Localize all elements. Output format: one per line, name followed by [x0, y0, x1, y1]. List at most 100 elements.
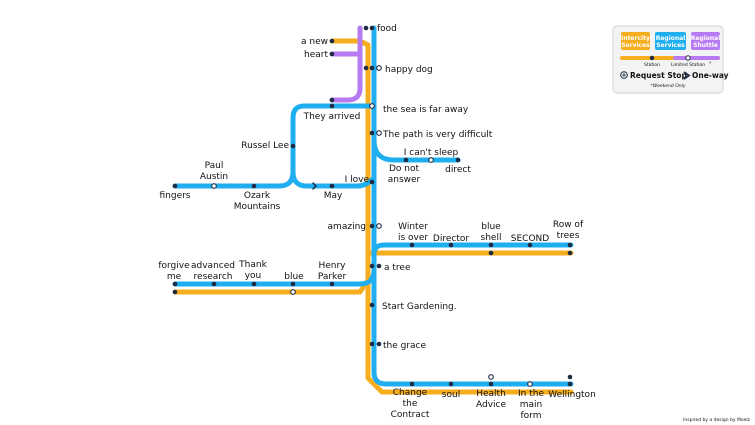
limited-station-marker[interactable] — [290, 289, 296, 295]
station-label: a tree — [384, 263, 411, 273]
station-label-line: advanced — [191, 261, 235, 271]
legend-station-dot — [649, 55, 655, 61]
station-label-line: the — [403, 399, 418, 409]
station-marker[interactable] — [409, 381, 415, 387]
station-label-line: answer — [388, 175, 421, 185]
station-label-line: amazing — [328, 222, 366, 232]
station-marker[interactable] — [488, 242, 494, 248]
station-marker[interactable] — [172, 183, 178, 189]
station-marker[interactable] — [409, 242, 415, 248]
station-marker[interactable] — [329, 183, 335, 189]
station-markers — [172, 25, 573, 387]
station-marker[interactable] — [369, 65, 375, 71]
station-marker[interactable] — [448, 381, 454, 387]
station-label: Wellington — [548, 390, 596, 400]
hand-icon — [620, 71, 628, 79]
station-label-line: trees — [557, 231, 580, 241]
legend-limited-label: Limited Station — [671, 62, 705, 68]
legend-request-stop-label: Request Stop — [630, 71, 687, 80]
station-label-line: SECOND — [511, 234, 550, 244]
station-marker[interactable] — [369, 223, 375, 229]
legend-regional-label-2: Services — [656, 42, 685, 49]
station-marker[interactable] — [567, 381, 573, 387]
station-marker[interactable] — [329, 51, 335, 57]
regional-trunk — [371, 25, 574, 387]
limited-station-marker[interactable] — [369, 103, 375, 109]
station-marker[interactable] — [488, 381, 494, 387]
station-marker[interactable] — [455, 157, 461, 163]
chevron-right-icon — [683, 71, 691, 80]
station-marker[interactable] — [376, 341, 382, 347]
station-label-line: The path is very difficult — [382, 130, 493, 140]
station-label: Russel Lee — [241, 141, 289, 151]
station-label-line: forgive — [158, 261, 190, 271]
station-label: SECOND — [511, 234, 550, 244]
station-marker[interactable] — [567, 374, 573, 380]
station-marker[interactable] — [363, 25, 369, 31]
station-marker[interactable] — [369, 179, 375, 185]
legend-regional-label-1: Regional — [656, 35, 686, 42]
station-label-line: is over — [398, 233, 428, 243]
station-label: I love — [345, 175, 370, 185]
station-marker[interactable] — [290, 143, 296, 149]
station-label-line: Director — [433, 234, 469, 244]
station-marker[interactable] — [251, 183, 257, 189]
station-label-line: I can't sleep — [404, 148, 459, 158]
station-marker[interactable] — [251, 281, 257, 287]
station-marker[interactable] — [567, 242, 573, 248]
station-marker[interactable] — [172, 289, 178, 295]
legend-intercity-label-2: Services — [621, 42, 650, 49]
limited-station-marker[interactable] — [376, 130, 382, 136]
limited-station-marker[interactable] — [527, 381, 533, 387]
station-marker[interactable] — [211, 281, 217, 287]
limited-station-marker[interactable] — [376, 65, 382, 71]
station-label-line: the grace — [383, 341, 427, 351]
station-marker[interactable] — [329, 97, 335, 103]
limited-station-marker[interactable] — [376, 223, 382, 229]
station-marker[interactable] — [448, 242, 454, 248]
station-marker[interactable] — [369, 263, 375, 269]
legend-station-label: Station — [644, 62, 660, 68]
station-marker[interactable] — [290, 281, 296, 287]
station-label-line: Health — [476, 389, 506, 399]
station-marker[interactable] — [329, 281, 335, 287]
station-label-line: Row of — [553, 220, 584, 230]
station-marker[interactable] — [363, 65, 369, 71]
station-label: They arrived — [303, 112, 361, 122]
station-label-line: Contract — [391, 410, 430, 420]
station-label: the grace — [383, 341, 427, 351]
station-marker[interactable] — [567, 250, 573, 256]
station-marker[interactable] — [403, 157, 409, 163]
station-marker[interactable] — [369, 302, 375, 308]
station-marker[interactable] — [488, 250, 494, 256]
station-label-line: Ozark — [244, 191, 271, 201]
station-marker[interactable] — [329, 38, 335, 44]
station-marker[interactable] — [369, 341, 375, 347]
station-label: The path is very difficult — [382, 130, 493, 140]
station-marker[interactable] — [369, 130, 375, 136]
station-marker[interactable] — [376, 263, 382, 269]
station-label-line: They arrived — [303, 112, 361, 122]
legend-limited-asterisk: * — [709, 61, 712, 67]
limited-station-marker[interactable] — [488, 374, 494, 380]
limited-station-marker[interactable] — [428, 157, 434, 163]
station-label: Start Gardening. — [382, 302, 457, 312]
station-marker[interactable] — [527, 242, 533, 248]
station-label: soul — [442, 390, 460, 400]
station-marker[interactable] — [329, 103, 335, 109]
limited-station-marker[interactable] — [211, 183, 217, 189]
station-label-line: Do not — [389, 164, 420, 174]
station-label-line: soul — [442, 390, 460, 400]
station-marker[interactable] — [369, 25, 375, 31]
station-marker[interactable] — [172, 281, 178, 287]
regional-east-branch — [371, 242, 574, 257]
